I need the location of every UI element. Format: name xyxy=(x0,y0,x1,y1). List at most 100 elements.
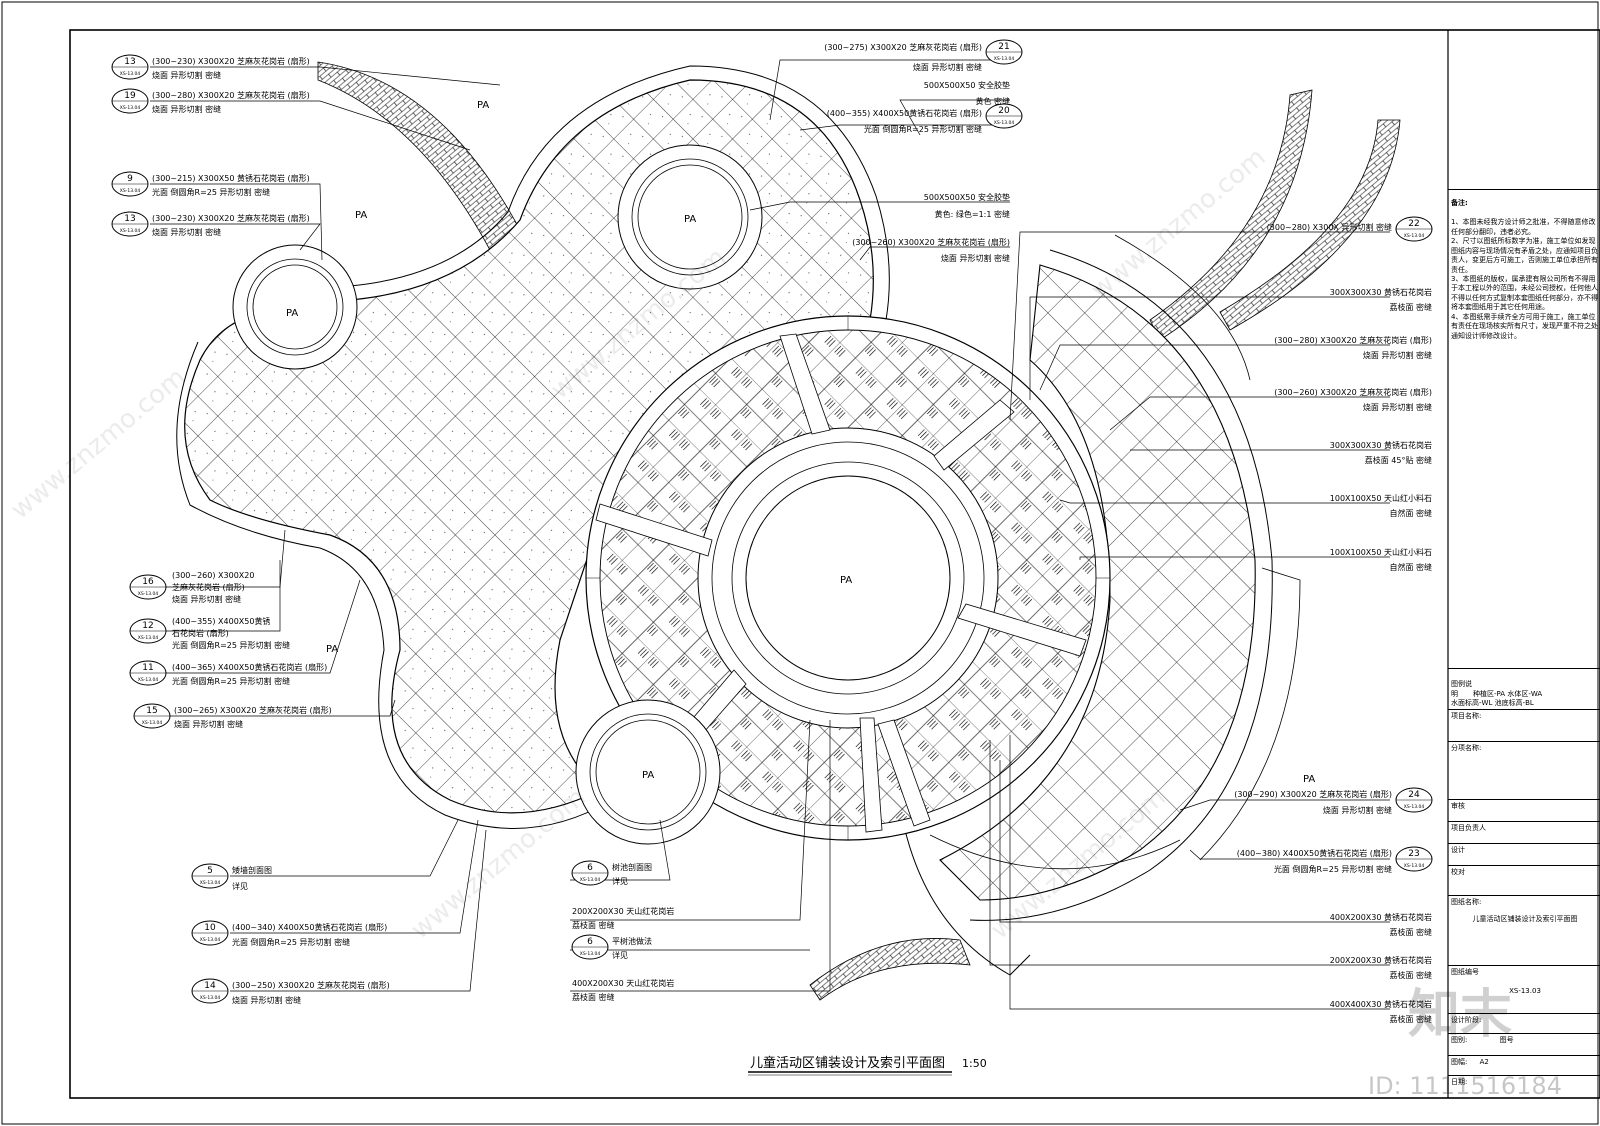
callout-texts: (300~230) X300X20 芝麻灰花岗岩 (扇形) 烧面 异形切割 密缝… xyxy=(152,42,1432,1024)
svg-text:XS-13.04: XS-13.04 xyxy=(1404,233,1425,239)
callout-text: 详见 xyxy=(612,950,628,960)
svg-text:13: 13 xyxy=(124,214,135,224)
callout-text: 100X100X50 天山红小料石 xyxy=(1330,547,1432,557)
svg-text:XS-13.04: XS-13.04 xyxy=(1404,863,1425,869)
callout-text: (300~280) X300X 异形切割 密缝 xyxy=(1267,222,1392,232)
callout-text: 自然面 密缝 xyxy=(1389,562,1432,572)
drawing-title: 儿童活动区铺装设计及索引平面图 xyxy=(750,1055,945,1071)
tb-date: 日期: xyxy=(1448,1076,1600,1098)
callout-text: (300~265) X300X20 芝麻灰花岗岩 (扇形) xyxy=(174,705,332,715)
callout-text: 荔枝面 45°贴 密缝 xyxy=(1365,455,1432,465)
callout-text: 光面 倒圆角R=25 异形切割 密缝 xyxy=(232,937,350,947)
callout-text: (300~230) X300X20 芝麻灰花岗岩 (扇形) xyxy=(152,213,310,223)
svg-text:6: 6 xyxy=(587,863,593,873)
callout-text: 树池剖面图 xyxy=(612,862,652,872)
tb-row-design: 设计 xyxy=(1448,844,1600,866)
svg-text:20: 20 xyxy=(998,106,1010,116)
callout-text: (400~355) X400X50黄锈石花岗岩 (扇形) xyxy=(827,108,982,118)
callout-text: 烧面 异形切割 密缝 xyxy=(1323,805,1392,815)
svg-text:9: 9 xyxy=(127,174,133,184)
callout-text: (300~230) X300X20 芝麻灰花岗岩 (扇形) xyxy=(152,56,310,66)
drawing-title-group: 儿童活动区铺装设计及索引平面图 1:50 xyxy=(748,1055,987,1076)
tb-notes: 备注: 1、本图未经我方设计师之批准，不得随意修改任何部分翻印，违者必究。 2、… xyxy=(1448,188,1600,668)
callout-text: 烧面 异形切割 密缝 xyxy=(152,227,221,237)
zone-label: PA xyxy=(642,770,654,781)
callout-text: 烧面 异形切割 密缝 xyxy=(152,70,221,80)
notes-body: 1、本图未经我方设计师之批准，不得随意修改任何部分翻印，违者必究。 2、尺寸以图… xyxy=(1451,218,1598,340)
callout-text: 烧面 异形切割 密缝 xyxy=(913,62,982,72)
callout-text: 荔枝面 密缝 xyxy=(1389,302,1432,312)
callout-text: 石花岗岩 (扇形) xyxy=(172,628,229,638)
callout-text: (300~260) X300X20 xyxy=(172,571,254,580)
callout-text: (400~365) X400X50黄锈石花岗岩 (扇形) xyxy=(172,662,327,672)
tb-row-review: 审核 xyxy=(1448,800,1600,822)
svg-text:23: 23 xyxy=(1408,849,1419,859)
callout-text: 200X200X30 天山红花岗岩 xyxy=(572,906,674,916)
svg-text:15: 15 xyxy=(146,706,157,716)
zone-label: PA xyxy=(286,308,298,319)
svg-text:6: 6 xyxy=(587,937,593,947)
callout-text: 烧面 异形切割 密缝 xyxy=(174,719,243,729)
svg-text:22: 22 xyxy=(1408,219,1419,229)
svg-text:XS-13.04: XS-13.04 xyxy=(138,635,159,641)
callout-text: 100X100X50 天山红小料石 xyxy=(1330,493,1432,503)
svg-text:XS-13.04: XS-13.04 xyxy=(580,877,601,883)
callout-text: 荔枝面 密缝 xyxy=(572,920,615,930)
callout-text: 光面 倒圆角R=25 异形切割 密缝 xyxy=(172,676,290,686)
svg-text:XS-13.04: XS-13.04 xyxy=(142,720,163,726)
phase-label: 设计阶段: xyxy=(1451,1016,1482,1024)
callout-text: 黄色 密缝 xyxy=(975,96,1010,106)
callout-text: 500X500X50 安全胶垫 xyxy=(924,192,1010,202)
callout-text: 烧面 异形切割 密缝 xyxy=(232,995,301,1005)
callout-text: (300~275) X300X20 芝麻灰花岗岩 (扇形) xyxy=(824,42,982,52)
zone-label: PA xyxy=(840,575,852,586)
callout-text: (300~215) X300X50 黄锈石花岗岩 (扇形) xyxy=(152,173,310,183)
svg-text:XS-13.04: XS-13.04 xyxy=(200,880,221,886)
callout-text: 200X200X30 黄锈石花岗岩 xyxy=(1330,955,1432,965)
watermark-site: www.znzmo.com xyxy=(5,362,191,525)
callout-text: (300~250) X300X20 芝麻灰花岗岩 (扇形) xyxy=(232,980,390,990)
callout-text: 光面 倒圆角R=25 异形切割 密缝 xyxy=(172,640,290,650)
zone-labels: PA PA PA PA PA PA PA PA xyxy=(286,100,1315,785)
callout-text: 详见 xyxy=(232,881,248,891)
tb-subproject: 分项名称: xyxy=(1448,742,1600,800)
callout-text: 光面 倒圆角R=25 异形切割 密缝 xyxy=(864,124,982,134)
svg-text:11: 11 xyxy=(142,663,153,673)
callout-text: 荔枝面 密缝 xyxy=(572,992,615,1002)
brick-paving-strips xyxy=(317,61,1401,1001)
svg-text:XS-13.04: XS-13.04 xyxy=(994,56,1015,62)
zone-label: PA xyxy=(477,100,489,111)
leader-lines xyxy=(150,59,1390,1010)
tb-drawing-no: 图纸编号 XS-13.03 xyxy=(1448,966,1600,1014)
svg-text:21: 21 xyxy=(998,42,1009,52)
tb-legend: 图例说明 种植区-PA 水体区-WA 水面标高-WL 池底标高-BL 墙顶标高-… xyxy=(1448,668,1600,710)
callout-text: 黄色: 绿色=1:1 密缝 xyxy=(935,209,1010,219)
type-value: 图号 xyxy=(1499,1036,1514,1044)
drawing-no-label: 图纸编号 xyxy=(1451,968,1479,976)
callout-6a: 6XS-13.04 xyxy=(571,860,609,886)
callout-text: 烧面 异形切割 密缝 xyxy=(152,104,221,114)
tree-pits xyxy=(232,144,763,845)
callout-text: 详见 xyxy=(612,876,628,886)
svg-text:14: 14 xyxy=(204,981,216,991)
tb-sep xyxy=(1448,185,1600,190)
callout-text: 300X300X30 黄锈石花岗岩 xyxy=(1330,287,1432,297)
title-block: 备注: 1、本图未经我方设计师之批准，不得随意修改任何部分翻印，违者必究。 2、… xyxy=(1448,30,1600,1098)
callout-text: 矮墙剖面图 xyxy=(232,865,272,875)
callout-text: 荔枝面 密缝 xyxy=(1389,1014,1432,1024)
size-value: A2 xyxy=(1479,1058,1489,1066)
drawing-no: XS-13.03 xyxy=(1509,987,1541,996)
watermark-site: www.znzmo.com xyxy=(1085,142,1271,305)
tb-type: 图别: 图号 xyxy=(1448,1034,1600,1056)
callout-text: 光面 倒圆角R=25 异形切割 密缝 xyxy=(1274,864,1392,874)
callout-text: 300X300X30 黄锈石花岗岩 xyxy=(1330,440,1432,450)
svg-text:XS-13.04: XS-13.04 xyxy=(138,677,159,683)
callout-text: 烧面 异形切割 密缝 xyxy=(172,594,241,604)
subproject-label: 分项名称: xyxy=(1451,744,1482,752)
